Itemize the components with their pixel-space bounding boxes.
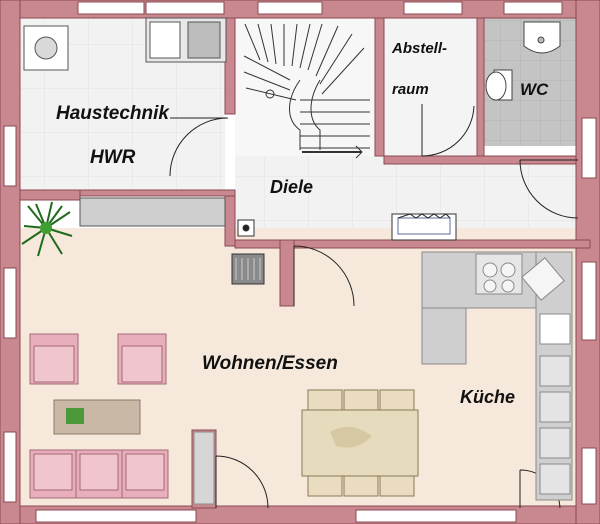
plant	[21, 201, 73, 257]
utility-fixtures	[23, 17, 227, 227]
label-wc: WC	[520, 80, 549, 99]
label-kueche: Küche	[460, 387, 515, 407]
wc-fixtures	[485, 21, 561, 101]
label-diele: Diele	[270, 177, 313, 197]
kitchen	[193, 251, 573, 505]
label-wohnen-essen: Wohnen/Essen	[202, 353, 338, 374]
floor-stairs	[235, 18, 375, 156]
diele-items	[231, 213, 457, 285]
label-haustechnik: Haustechnik	[56, 103, 170, 124]
seating	[29, 333, 169, 499]
floor-abstellraum	[384, 18, 477, 156]
label-abstellraum-1: Abstell-	[391, 40, 447, 57]
dining-set	[301, 389, 419, 497]
kitchen-island	[421, 307, 467, 365]
windows	[3, 1, 597, 523]
label-abstellraum-2: raum	[392, 81, 429, 98]
diele-counter	[79, 197, 226, 227]
staircase	[243, 23, 370, 159]
room-labels: Haustechnik HWR Abstell- raum WC Diele W…	[56, 40, 549, 407]
label-hwr: HWR	[90, 147, 136, 168]
